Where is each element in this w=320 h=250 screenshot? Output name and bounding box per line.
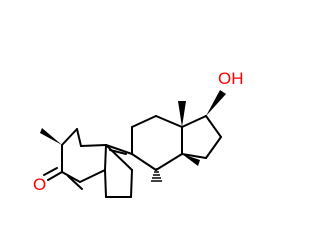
methyl-wedge-c13 xyxy=(178,101,186,127)
bond-c16-c15 xyxy=(205,136,222,159)
bond-c10-c9 xyxy=(104,144,107,171)
bond-c12-c13 xyxy=(131,115,157,128)
bond-c15-c14 xyxy=(181,153,207,159)
bond-c13-c14 xyxy=(155,115,183,128)
bond-c5-c10 xyxy=(79,169,106,183)
double-bond-c3-o-inner xyxy=(43,167,58,176)
steroid-structure-diagram: OH O xyxy=(33,69,244,198)
bond-c15-c8 xyxy=(155,153,183,171)
bond-c9-c1 xyxy=(80,144,107,147)
bond-c3-o xyxy=(47,171,63,181)
methyl-wedge-c2 xyxy=(40,128,62,145)
hash-bond-c8 xyxy=(151,168,162,182)
ketone-oxygen-label: O xyxy=(33,175,46,194)
structure-canvas: OH O xyxy=(33,69,244,198)
bond-c7-c8 xyxy=(130,169,133,198)
wedge-c14 xyxy=(182,154,200,166)
bond-c10-c6 xyxy=(104,169,107,198)
bond-c1-c2 xyxy=(76,128,82,147)
bond-c8-c16 xyxy=(131,153,157,171)
bond-c2-c3 xyxy=(61,128,78,146)
hydroxyl-label: OH xyxy=(218,69,244,88)
bond-c9-c11 xyxy=(105,144,133,155)
bond-c4-c5 xyxy=(61,171,81,183)
double-bond-c4-c5-inner xyxy=(67,175,83,190)
bond-c17-c16 xyxy=(205,115,222,138)
hydroxyl-wedge-c17 xyxy=(206,90,226,116)
double-bond-c9-c11-inner xyxy=(109,149,127,155)
bond-c13-c17 xyxy=(181,115,207,128)
